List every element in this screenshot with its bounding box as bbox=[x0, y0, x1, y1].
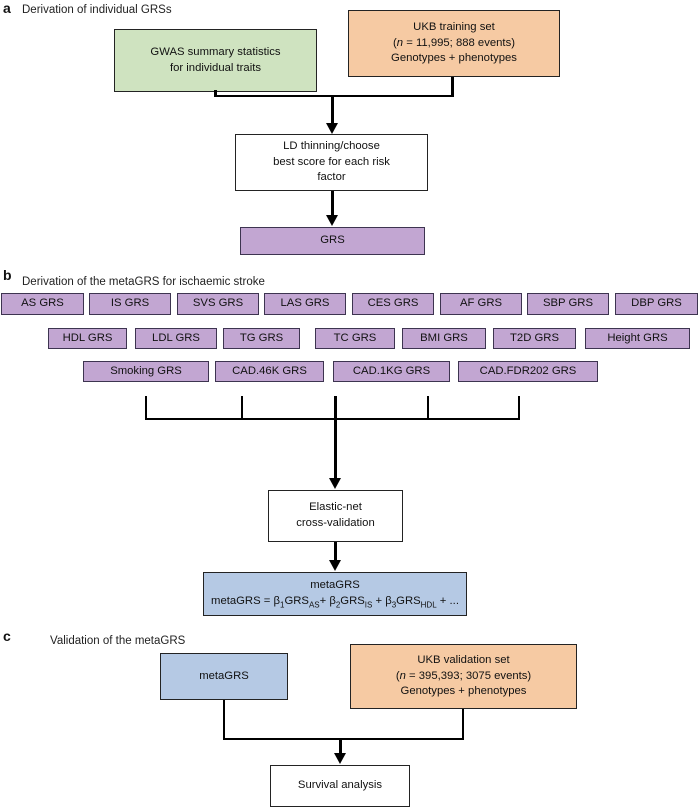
ld-thinning-line3: factor bbox=[317, 171, 346, 184]
arrow-line bbox=[333, 542, 337, 561]
bracket-line bbox=[144, 417, 520, 420]
connector-line bbox=[222, 700, 225, 740]
arrow-line bbox=[333, 396, 337, 479]
grs-node-cadfdr202: CAD.FDR202 GRS bbox=[458, 361, 598, 382]
arrow-head-icon bbox=[328, 560, 341, 571]
connector-line bbox=[214, 94, 454, 97]
ld-thinning-line1: LD thinning/choose bbox=[283, 140, 380, 153]
elastic-net-line2: cross-validation bbox=[296, 517, 375, 529]
grs-node-ces: CES GRS bbox=[352, 293, 434, 315]
grs-node-is: IS GRS bbox=[89, 293, 171, 315]
grs-node-af: AF GRS bbox=[440, 293, 522, 315]
ukb-training-line1: UKB training set bbox=[413, 21, 495, 34]
elastic-net-line1: Elastic-net bbox=[309, 501, 362, 514]
grs-node-cad46k: CAD.46K GRS bbox=[215, 361, 324, 382]
gwas-summary-line1: GWAS summary statistics bbox=[150, 45, 281, 58]
bracket-tick bbox=[426, 396, 429, 420]
arrow-line bbox=[330, 95, 334, 124]
section-c-label: c bbox=[3, 628, 11, 644]
connector-line bbox=[451, 77, 454, 97]
bracket-tick bbox=[517, 396, 520, 420]
arrow-head-icon bbox=[333, 753, 346, 764]
arrow-line bbox=[330, 191, 334, 216]
grs-node-t2d: T2D GRS bbox=[493, 328, 576, 349]
metagrs-formula: metaGRS = β1GRSAS+ β2GRSIS + β3GRSHDL + … bbox=[211, 594, 459, 609]
arrow-head-icon bbox=[325, 123, 338, 134]
grs-node-tc: TC GRS bbox=[315, 328, 395, 349]
ld-thinning-line2: best score for each risk bbox=[273, 155, 390, 168]
ukb-validation-line1: UKB validation set bbox=[417, 654, 510, 667]
grs-node-smoking: Smoking GRS bbox=[83, 361, 209, 382]
grs-node-as: AS GRS bbox=[1, 293, 84, 315]
connector-line bbox=[461, 709, 464, 740]
section-b-title: Derivation of the metaGRS for ischaemic … bbox=[22, 276, 265, 288]
arrow-line bbox=[338, 738, 342, 754]
arrow-head-icon bbox=[325, 215, 338, 226]
metagrs-validation-box: metaGRS bbox=[160, 653, 288, 700]
grs-node-las: LAS GRS bbox=[264, 293, 346, 315]
survival-analysis-box: Survival analysis bbox=[270, 765, 410, 807]
grs-node-tg: TG GRS bbox=[223, 328, 300, 349]
grs-node-sbp: SBP GRS bbox=[527, 293, 609, 315]
grs-node-bmi: BMI GRS bbox=[402, 328, 486, 349]
ukb-validation-line2: (n = 395,393; 3075 events) bbox=[395, 669, 532, 682]
grs-node-height: Height GRS bbox=[585, 328, 690, 349]
metagrs-title: metaGRS bbox=[310, 579, 360, 592]
ukb-training-box: UKB training set (n = 11,995; 888 events… bbox=[348, 10, 560, 77]
grs-node-cad1kg: CAD.1KG GRS bbox=[333, 361, 450, 382]
connector-line bbox=[214, 90, 217, 97]
grs-node-hdl: HDL GRS bbox=[48, 328, 127, 349]
grs-node-ldl: LDL GRS bbox=[135, 328, 217, 349]
elastic-net-box: Elastic-net cross-validation bbox=[268, 490, 403, 542]
metagrs-formula-box: metaGRS metaGRS = β1GRSAS+ β2GRSIS + β3G… bbox=[203, 572, 467, 616]
gwas-summary-box: GWAS summary statistics for individual t… bbox=[114, 29, 317, 92]
bracket-tick bbox=[240, 396, 243, 420]
gwas-summary-line2: for individual traits bbox=[169, 61, 262, 74]
ukb-validation-line3: Genotypes + phenotypes bbox=[400, 685, 527, 698]
ukb-validation-box: UKB validation set (n = 395,393; 3075 ev… bbox=[350, 644, 577, 709]
bracket-tick bbox=[144, 396, 147, 420]
arrow-head-icon bbox=[328, 478, 341, 489]
grs-node-dbp: DBP GRS bbox=[615, 293, 698, 315]
ld-thinning-box: LD thinning/choose best score for each r… bbox=[235, 134, 428, 191]
section-a-title: Derivation of individual GRSs bbox=[22, 4, 172, 16]
ukb-training-line3: Genotypes + phenotypes bbox=[391, 52, 517, 65]
section-c-title: Validation of the metaGRS bbox=[50, 635, 186, 647]
connector-line bbox=[222, 737, 464, 740]
ukb-training-line2: (n = 11,995; 888 events) bbox=[393, 36, 515, 49]
grs-node-svs: SVS GRS bbox=[177, 293, 259, 315]
section-a-label: a bbox=[3, 0, 11, 16]
grs-box: GRS bbox=[240, 227, 425, 255]
section-b-label: b bbox=[3, 267, 12, 283]
